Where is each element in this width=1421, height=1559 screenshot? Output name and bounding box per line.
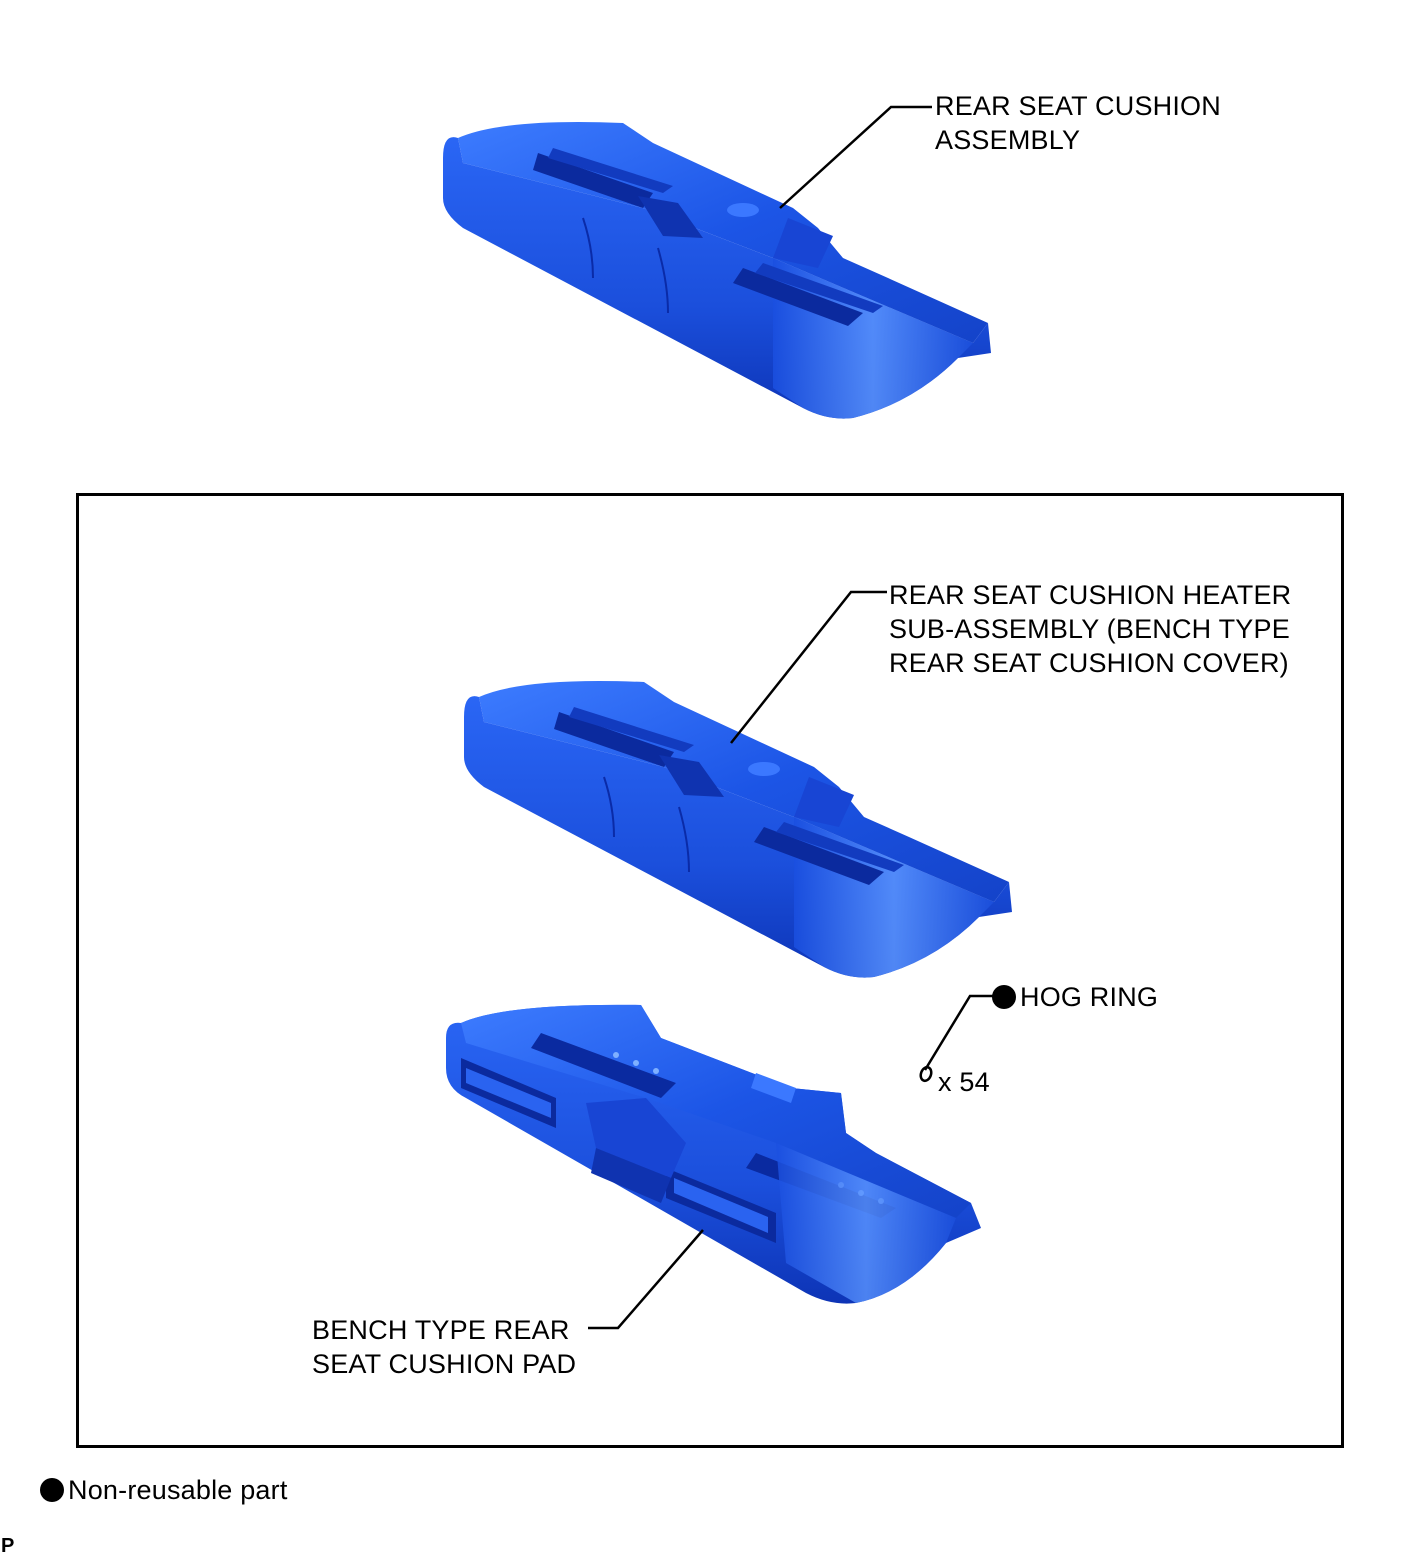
label-rear-seat-cushion-assembly: REAR SEAT CUSHION ASSEMBLY bbox=[935, 91, 1221, 155]
non-reusable-dot-icon bbox=[992, 985, 1016, 1009]
label-hog-ring: HOG RING bbox=[992, 980, 1158, 1014]
pad-leader-line bbox=[588, 1229, 704, 1330]
sub-assembly-frame bbox=[76, 493, 1344, 1448]
non-reusable-dot-icon bbox=[40, 1478, 64, 1502]
label-heater-sub-assembly: REAR SEAT CUSHION HEATER SUB-ASSEMBLY (B… bbox=[889, 580, 1292, 678]
label-bench-cushion-pad: BENCH TYPE REAR SEAT CUSHION PAD bbox=[312, 1315, 577, 1379]
heater-leader-line bbox=[730, 590, 887, 744]
hog-ring-icon bbox=[919, 1065, 933, 1083]
page-code: P bbox=[1, 1535, 15, 1557]
assembly-leader-line bbox=[779, 105, 932, 209]
label-hog-ring-quantity: x 54 bbox=[938, 1067, 990, 1097]
rear-seat-cushion-assembly-illustration bbox=[442, 121, 992, 420]
legend-non-reusable: Non-reusable part bbox=[40, 1473, 288, 1507]
hog-ring-leader-line bbox=[923, 994, 994, 1071]
